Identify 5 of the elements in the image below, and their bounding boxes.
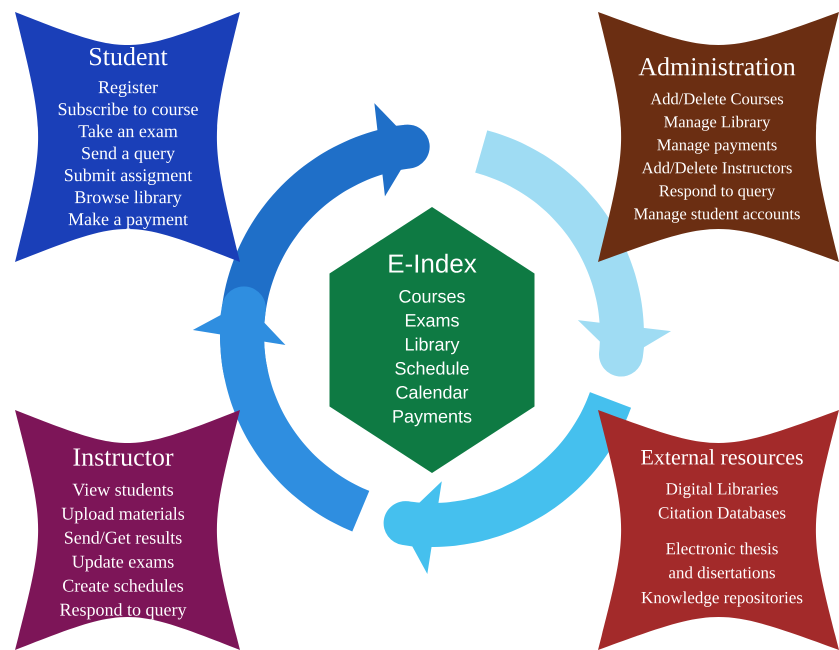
concave-card: Student Register Subscribe to course Take an exam Send a query Submit assigment Browse library Make a payment [15,12,240,262]
concave-card: Instructor View students Upload materials Send/Get results Update exams Create schedules Respond to query [15,410,240,650]
hexagon: E-Index Courses Exams Library Schedule Calendar Payments [330,207,534,473]
concave-card: Administration Add/Delete Courses Manage Library Manage payments Add/Delete Instructors Respond to query Manage student accounts [598,12,839,262]
concave-card: External resources Digital Libraries Citation Databases Electronic thesis and disertations Knowledge repositories [598,410,839,650]
